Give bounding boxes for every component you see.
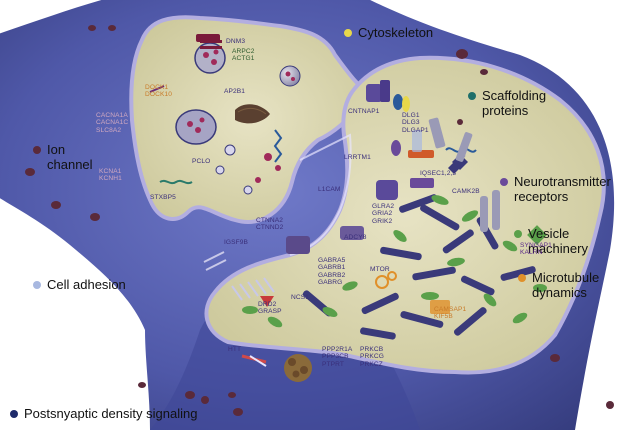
vesicle-legend-dot [514, 230, 522, 238]
gene-ppp: PPP2R1A PPP3CB PTPRT [322, 346, 353, 368]
gene-cntnap1: CNTNAP1 [348, 108, 380, 115]
legend-neurotransmitter: Neurotransmitter receptors [500, 174, 611, 204]
vesicle-blobs [242, 195, 547, 328]
neurotransmitter-legend-dot [500, 178, 508, 186]
legend-vesicle-label: Vesicle machinery [528, 226, 588, 256]
legend-microtubule: Microtubule dynamics [518, 270, 599, 300]
legend-ion-channel-label: Ion channel [47, 142, 93, 172]
gene-dlg: DLG1 DLG3 DLGAP1 [402, 112, 429, 134]
gene-gabr: GABRA5 GABRB1 GABRB2 GABRG [318, 257, 346, 287]
legend-neurotransmitter-label: Neurotransmitter receptors [514, 174, 611, 204]
legend-microtubule-label: Microtubule dynamics [532, 270, 600, 300]
legend-cytoskeleton-label: Cytoskeleton [358, 25, 434, 40]
legend-cell-adhesion-label: Cell adhesion [47, 277, 126, 292]
gene-prkc: PRKCB PRKCG PRKCZ [360, 346, 384, 368]
gene-drd2: DRD2 GRASP [258, 301, 282, 316]
gene-stxbp5: STXBP5 [150, 194, 176, 201]
gene-l1cam: L1CAM [318, 186, 341, 193]
ion-channel-dots [25, 25, 614, 416]
gene-adcy8: ADCY8 [344, 234, 367, 241]
dnm3-bars [200, 40, 222, 49]
gene-mtor: MTOR [370, 266, 390, 273]
legend-cell-adhesion: Cell adhesion [33, 277, 126, 292]
gene-lrrtm1: LRRTM1 [344, 154, 371, 161]
postsynaptic-cytoskeleton [302, 190, 536, 340]
psd-signaling-legend-dot [10, 410, 18, 418]
gene-dock: DOCK1 DOCK10 [145, 84, 172, 99]
gene-camk2b: CAMK2B [452, 188, 480, 195]
legend-psd-signaling-label: Postsnyaptic density signaling [24, 406, 198, 421]
scaffolding-legend-dot [468, 92, 476, 100]
gene-ap2b1: AP2B1 [224, 88, 246, 95]
ion-channel-legend-dot [33, 146, 41, 154]
gene-ncs1: NCS1 [291, 294, 309, 301]
legend-psd-signaling: Postsnyaptic density signaling [10, 406, 197, 421]
ncs1-marker [260, 296, 274, 307]
gene-igsf9b: IGSF9B [224, 239, 249, 246]
gene-syngap: SYNGAP1 KALRN [520, 242, 552, 257]
legend-scaffolding-label: Scaffolding proteins [482, 88, 547, 118]
gene-iqsec: IQSEC1,2,3 [420, 170, 457, 177]
gene-ctnna: CTNNA2 CTNND2 [256, 217, 284, 232]
legend-ion-channel: Ion channel [33, 142, 93, 172]
presynaptic-organelles [149, 34, 301, 195]
microtubule-motifs [375, 271, 450, 314]
gene-htt: HTT [228, 346, 242, 353]
gene-kcna: KCNA1 KCNH1 [99, 168, 122, 183]
gene-kif: CAMSAP1 KIF5B [434, 306, 467, 321]
gene-pclo: PCLO [192, 158, 211, 165]
cytoskeleton-legend-dot [344, 29, 352, 37]
gene-dnm3: DNM3 [226, 38, 246, 45]
gene-cacna: CACNA1A CACNA1C SLC8A2 [96, 112, 129, 134]
microtubule-legend-dot [518, 274, 526, 282]
legend-cytoskeleton: Cytoskeleton [344, 25, 433, 40]
gene-glra: GLRA2 GRIA2 GRIK2 [372, 203, 395, 225]
htt-complex [241, 354, 312, 382]
gene-arpc2-actg1: ARPC2 ACTG1 [232, 48, 255, 63]
synaptic-cleft [289, 133, 352, 256]
cell-adhesion-legend-dot [33, 281, 41, 289]
legend-vesicle: Vesicle machinery [514, 226, 588, 256]
adhesion-molecules [203, 251, 275, 301]
legend-scaffolding: Scaffolding proteins [468, 88, 546, 118]
